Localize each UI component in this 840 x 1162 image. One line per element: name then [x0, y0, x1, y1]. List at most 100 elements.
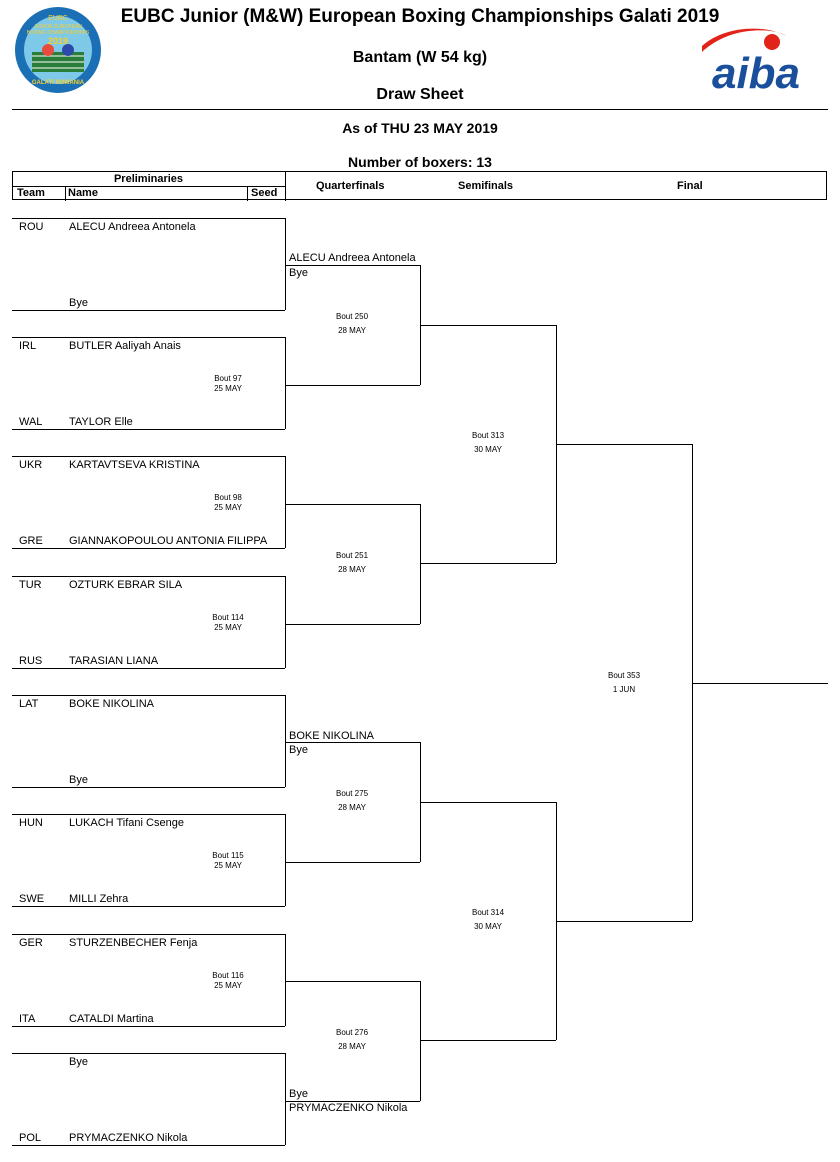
bout-date: 28 MAY [338, 1042, 366, 1051]
entry-team: WAL [19, 416, 43, 428]
column-name: Name [68, 187, 98, 199]
bout-number: Bout 97 [214, 374, 242, 383]
sf-line [420, 1040, 556, 1041]
entry-line [12, 548, 285, 549]
pair-connector [285, 456, 286, 548]
svg-text:BOXING CHAMPIONSHIPS: BOXING CHAMPIONSHIPS [27, 30, 90, 36]
bout-number: Bout 116 [212, 971, 244, 980]
entry-name: MILLI Zehra [69, 893, 129, 905]
entry-line [12, 668, 285, 669]
entry-name: TAYLOR Elle [69, 416, 133, 428]
qf-slot-name: Bye [289, 1088, 308, 1100]
pair-connector [285, 814, 286, 906]
entry-team: ROU [19, 221, 44, 233]
entry-line [12, 429, 285, 430]
entry-name: Bye [69, 297, 88, 309]
final-connector [692, 444, 693, 921]
column-semifinals: Semifinals [458, 180, 514, 192]
qf-slot-sub: Bye [289, 267, 308, 279]
entry-line [12, 1053, 285, 1054]
qf-line [285, 981, 420, 982]
entry-line [12, 218, 285, 219]
bout-date: 28 MAY [338, 565, 366, 574]
entry-line [12, 310, 285, 311]
svg-text:GALATI ROMANIA: GALATI ROMANIA [32, 80, 85, 86]
column-team: Team [17, 187, 45, 199]
aiba-logo: aiba [694, 22, 814, 98]
bout-number: Bout 98 [214, 493, 242, 502]
bout-number: Bout 313 [471, 431, 505, 440]
pair-connector [285, 1053, 286, 1145]
bout-date: 30 MAY [474, 445, 502, 454]
event-logo: EUBC JUNIOR EUROPEAN BOXING CHAMPIONSHIP… [14, 6, 102, 94]
qf-connector [420, 981, 421, 1101]
entry-name: Bye [69, 774, 88, 786]
bout-date: 28 MAY [338, 803, 366, 812]
pair-connector [285, 576, 286, 668]
bout-date: 25 MAY [214, 384, 242, 393]
entry-line [12, 814, 285, 815]
final-line [556, 444, 692, 445]
entry-line [12, 337, 285, 338]
svg-text:2019: 2019 [48, 36, 68, 46]
entry-team: HUN [19, 817, 43, 829]
event-title: EUBC Junior (M&W) European Boxing Champi… [120, 6, 720, 27]
bout-number: Bout 276 [335, 1028, 369, 1037]
bout-date: 25 MAY [214, 623, 242, 632]
bout-date: 25 MAY [214, 503, 242, 512]
entry-team: POL [19, 1132, 42, 1144]
qf-connector [420, 504, 421, 624]
entry-team: GER [19, 937, 43, 949]
pair-connector [285, 695, 286, 787]
qf-line [285, 862, 420, 863]
sf-line [420, 325, 556, 326]
entry-line [12, 906, 285, 907]
entry-team: SWE [19, 893, 45, 905]
header-divider [12, 109, 828, 110]
entry-team: GRE [19, 535, 43, 547]
bout-number: Bout 251 [335, 551, 369, 560]
entry-name: CATALDI Martina [69, 1013, 154, 1025]
sheet-type: Draw Sheet [376, 86, 464, 103]
svg-text:JUNIOR EUROPEAN: JUNIOR EUROPEAN [34, 24, 82, 30]
entry-name: BOKE NIKOLINA [69, 698, 154, 710]
entry-team: IRL [19, 340, 37, 352]
qf-slot-sub: PRYMACZENKO Nikola [289, 1102, 408, 1114]
bout-date: 25 MAY [214, 861, 242, 870]
qf-line [285, 385, 420, 386]
entry-team: TUR [19, 579, 42, 591]
bout-number: Bout 250 [335, 312, 369, 321]
column-final: Final [677, 180, 703, 192]
entry-name: TARASIAN LIANA [69, 655, 159, 667]
column-seed: Seed [251, 187, 278, 199]
entry-name: ALECU Andreea Antonela [69, 221, 196, 233]
column-header-box [12, 171, 827, 200]
pair-connector [285, 934, 286, 1026]
entry-name: GIANNAKOPOULOU ANTONIA FILIPPA [69, 535, 268, 547]
champion-line [692, 683, 828, 684]
entry-name: STURZENBECHER Fenja [69, 937, 198, 949]
bout-number: Bout 275 [335, 789, 369, 798]
entry-name: LUKACH Tifani Csenge [69, 817, 184, 829]
qf-line [285, 742, 420, 743]
qf-line [285, 624, 420, 625]
qf-slot-sub: Bye [289, 744, 308, 756]
entry-line [12, 576, 285, 577]
entry-line [12, 1026, 285, 1027]
column-preliminaries: Preliminaries [113, 173, 184, 185]
weight-class: Bantam (W 54 kg) [352, 49, 488, 66]
entry-team: RUS [19, 655, 43, 667]
entry-line [12, 1145, 285, 1146]
bout-date: 1 JUN [612, 685, 636, 694]
bout-number: Bout 114 [212, 613, 244, 622]
column-quarterfinals: Quarterfinals [316, 180, 385, 192]
qf-line [285, 1101, 420, 1102]
qf-line [285, 265, 420, 266]
bout-number: Bout 353 [607, 671, 641, 680]
entry-line [12, 456, 285, 457]
entry-name: OZTURK EBRAR SILA [69, 579, 183, 591]
qf-slot-name: BOKE NIKOLINA [289, 730, 374, 742]
entry-name: KARTAVTSEVA KRISTINA [69, 459, 200, 471]
bout-date: 25 MAY [214, 981, 242, 990]
final-line [556, 921, 692, 922]
